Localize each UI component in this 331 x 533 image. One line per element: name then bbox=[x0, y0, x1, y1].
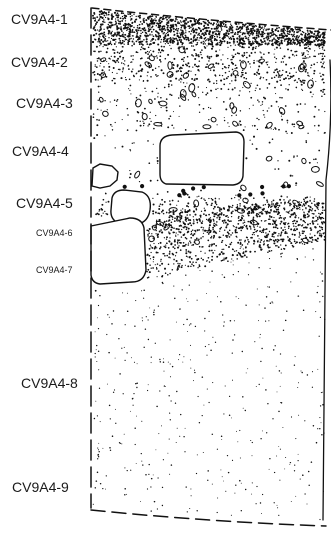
layer-label-cv9a4-7: CV9A4-7 bbox=[36, 265, 73, 275]
cobble-left-lower bbox=[110, 189, 152, 225]
cobble-center-large bbox=[159, 131, 245, 186]
layer-label-cv9a4-1: CV9A4-1 bbox=[11, 11, 68, 27]
layer-label-cv9a4-8: CV9A4-8 bbox=[21, 375, 78, 391]
large-cobbles bbox=[90, 131, 245, 285]
pebble-clasts bbox=[98, 46, 324, 245]
layer-label-cv9a4-6: CV9A4-6 bbox=[36, 228, 73, 238]
cobble-left-upper bbox=[91, 163, 119, 189]
base-line bbox=[90, 509, 327, 527]
layer-label-cv9a4-2: CV9A4-2 bbox=[11, 54, 68, 70]
layer-label-cv9a4-3: CV9A4-3 bbox=[16, 95, 73, 111]
layer-label-cv9a4-4: CV9A4-4 bbox=[12, 143, 69, 159]
sediment-stipple bbox=[91, 10, 326, 521]
layer-label-cv9a4-9: CV9A4-9 bbox=[12, 479, 69, 495]
cobble-lower-left bbox=[90, 217, 147, 285]
right-boundary bbox=[322, 59, 331, 521]
layer-label-cv9a4-5: CV9A4-5 bbox=[16, 195, 73, 211]
top-surface-line bbox=[91, 7, 331, 31]
